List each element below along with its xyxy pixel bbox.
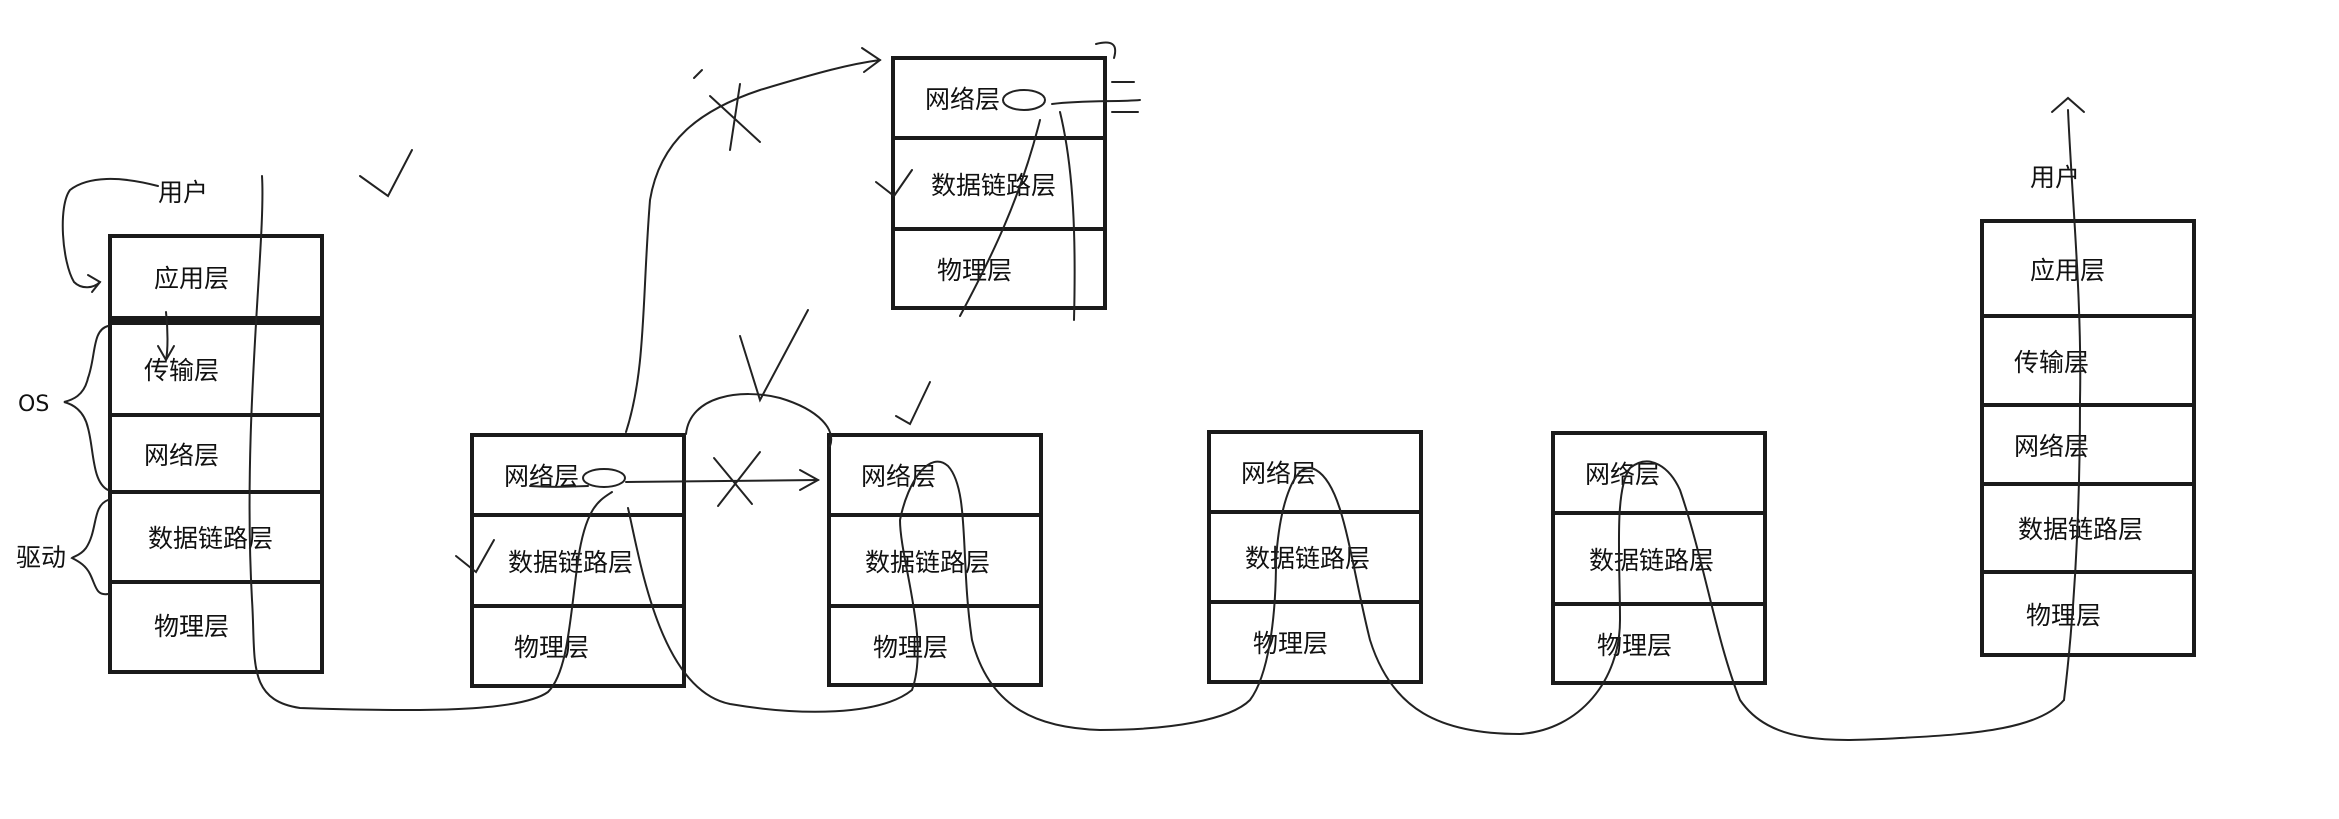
cross-out bbox=[713, 451, 761, 507]
physical-layer: 物理层 bbox=[1597, 630, 1673, 660]
os-label: OS bbox=[18, 392, 50, 417]
physical-layer: 物理层 bbox=[873, 632, 949, 662]
router-1-stack: 网络层 数据链路层 物理层 bbox=[470, 433, 686, 688]
driver-brace bbox=[70, 499, 109, 596]
transport-layer: 传输层 bbox=[112, 325, 320, 417]
check-mark bbox=[739, 309, 809, 403]
data-link-layer: 数据链路层 bbox=[1211, 514, 1419, 604]
check-mark bbox=[895, 381, 931, 426]
arrowhead bbox=[799, 469, 821, 491]
data-link-layer: 数据链路层 bbox=[895, 140, 1103, 231]
arrowhead bbox=[861, 47, 882, 73]
transport-layer: 传输层 bbox=[1984, 318, 2192, 407]
physical-layer: 物理层 bbox=[2026, 600, 2102, 630]
router-2-stack: 网络层 数据链路层 物理层 bbox=[827, 433, 1043, 687]
router-top-stack: 网络层 数据链路层 物理层 bbox=[891, 56, 1107, 310]
data-link-layer: 数据链路层 bbox=[831, 517, 1039, 608]
data-link-layer: 数据链路层 bbox=[112, 494, 320, 584]
physical-layer: 物理层 bbox=[1253, 629, 1329, 658]
rising-path bbox=[625, 59, 881, 433]
network-layer: 网络层 bbox=[1984, 407, 2192, 486]
stray-mark bbox=[693, 69, 703, 79]
arrowhead bbox=[87, 274, 102, 293]
loop-arc bbox=[685, 393, 833, 447]
network-layer: 网络层 bbox=[1211, 434, 1419, 514]
check-mark bbox=[359, 149, 413, 198]
network-layer: 网络层 bbox=[1555, 435, 1763, 515]
left-host-stack: 应用层 传输层 网络层 数据链路层 物理层 bbox=[108, 234, 324, 674]
data-link-layer: 数据链路层 bbox=[1555, 515, 1763, 606]
os-brace bbox=[63, 325, 109, 491]
network-layer: 网络层 bbox=[895, 60, 1103, 140]
router-4-stack: 网络层 数据链路层 物理层 bbox=[1551, 431, 1767, 685]
data-link-layer: 数据链路层 bbox=[474, 517, 682, 608]
network-layer: 网络层 bbox=[112, 417, 320, 494]
user-label-right: 用户 bbox=[2030, 163, 2081, 192]
data-link-layer: 数据链路层 bbox=[1984, 486, 2192, 574]
physical-layer: 物理层 bbox=[937, 255, 1013, 285]
right-host-stack: 应用层 传输层 网络层 数据链路层 物理层 bbox=[1980, 219, 2196, 657]
application-layer: 应用层 bbox=[1984, 223, 2192, 318]
cross-out-top bbox=[709, 83, 761, 151]
physical-layer: 物理层 bbox=[154, 612, 230, 641]
network-layer: 网络层 bbox=[831, 437, 1039, 517]
network-layer: 网络层 bbox=[474, 437, 682, 517]
physical-layer: 物理层 bbox=[514, 633, 590, 662]
application-layer: 应用层 bbox=[112, 238, 320, 325]
driver-label: 驱动 bbox=[16, 543, 67, 572]
router-3-stack: 网络层 数据链路层 物理层 bbox=[1207, 430, 1423, 684]
header-mark-top bbox=[1111, 81, 1139, 113]
arrowhead bbox=[2051, 96, 2085, 113]
user-label-left: 用户 bbox=[158, 178, 209, 207]
